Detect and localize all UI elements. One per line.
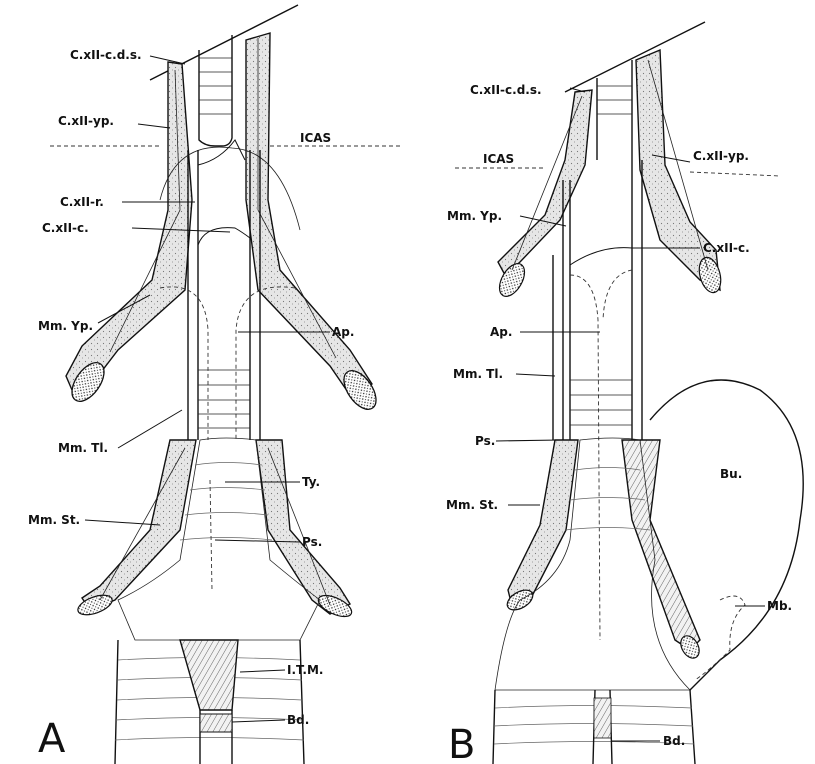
leader [85,520,160,525]
label-a-cxii-c: C.xII-c. [42,221,89,235]
bd-band [594,698,611,738]
itm-membrane [180,640,238,710]
transection-line [565,22,705,92]
muscle-yp-right [246,33,372,398]
label-a-mm-yp: Mm. Yp. [38,319,93,333]
panel-b: C.xII-c.d.s. ICAS C.xII-yp. Mm. Yp. C.xI… [446,22,803,764]
label-b-mb: Mb. [767,599,792,613]
apophysis-right [603,270,632,320]
membrane-dashed [695,596,745,680]
bulla-outline [650,380,803,690]
muscle-yp-left [498,90,592,275]
label-a-icas: ICAS [300,131,331,145]
label-a-cxii-cds: C.xII-c.d.s. [70,48,142,62]
panel-letter-b: B [448,722,475,764]
muscle-st-right [256,440,350,614]
label-b-ap: Ap. [490,325,512,339]
muscle-st-left [82,440,196,610]
leader [240,670,285,672]
label-a-itm: I.T.M. [287,663,323,677]
trachea-upper [199,35,232,146]
leader [232,720,285,722]
trachea-upper [597,60,632,160]
label-a-cxii-yp: C.xII-yp. [58,114,114,128]
label-b-bd: Bd. [663,734,685,748]
label-a-mm-tl: Mm. Tl. [58,441,108,455]
leader [138,124,170,128]
ps-dashed [210,480,212,590]
nerve-c-branch [570,248,660,265]
label-a-ty: Ty. [302,475,320,489]
panel-a: C.xII-c.d.s. C.xII-yp. ICAS C.xII-r. C.x… [28,5,400,764]
muscle-st-left [508,440,578,606]
label-b-mm-st: Mm. St. [446,498,498,512]
label-b-mm-tl: Mm. Tl. [453,367,503,381]
label-b-mm-yp: Mm. Yp. [447,209,502,223]
nerve-c-branch [198,228,250,245]
label-b-ps: Ps. [475,434,495,448]
label-a-ap: Ap. [332,325,354,339]
label-a-ps: Ps. [302,535,322,549]
panel-letter-a: A [38,716,66,762]
bd-band [200,714,232,732]
label-b-cxii-cds: C.xII-c.d.s. [470,83,542,97]
label-a-bd: Bd. [287,713,309,727]
apophysis-left [160,287,208,440]
muscle-st-right [622,440,700,650]
label-a-mm-st: Mm. St. [28,513,80,527]
label-b-bu: Bu. [720,467,742,481]
label-b-cxii-c: C.xII-c. [703,241,750,255]
icas-line-right [690,172,780,176]
label-b-icas: ICAS [483,152,514,166]
label-a-cxii-r: C.xII-r. [60,195,104,209]
label-b-cxii-yp: C.xII-yp. [693,149,749,163]
